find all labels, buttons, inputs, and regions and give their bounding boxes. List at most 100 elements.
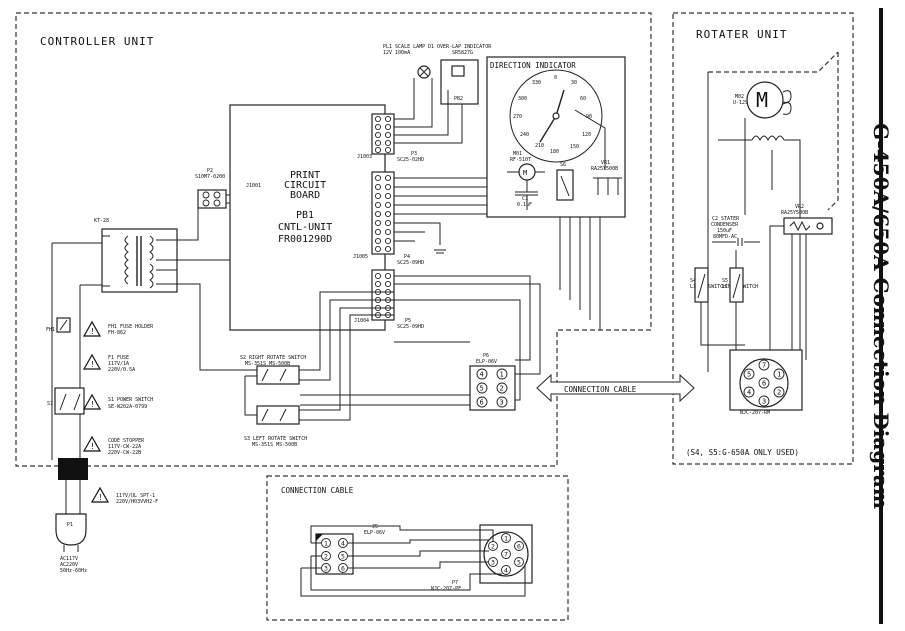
svg-text:!: ! bbox=[90, 400, 95, 409]
diagram-title-wrap: G-450A/650A Connection Diagram bbox=[863, 8, 899, 624]
fh1-line-2: FH-862 bbox=[108, 330, 126, 336]
j1001-label: J1001 bbox=[246, 183, 261, 189]
svg-text:2: 2 bbox=[324, 553, 328, 561]
p6-label: P6 bbox=[483, 353, 489, 359]
p7-line-2: NJC-207-PF bbox=[431, 586, 461, 592]
svg-text:3: 3 bbox=[491, 559, 495, 567]
j1003-pins bbox=[374, 115, 392, 154]
f1-line-1: F1 FUSE bbox=[108, 355, 129, 361]
svg-text:1: 1 bbox=[324, 540, 328, 548]
svg-text:4: 4 bbox=[341, 540, 345, 548]
svg-text:1: 1 bbox=[504, 535, 508, 543]
s3-label: S3 LEFT ROTATE SWITCH bbox=[244, 436, 307, 442]
svg-text:3: 3 bbox=[500, 399, 504, 407]
d1-line-2: SR5827G bbox=[452, 50, 473, 56]
svg-text:5: 5 bbox=[747, 371, 751, 379]
cs-warning-icon bbox=[82, 435, 102, 452]
s2-part: MS-351S MS-500B bbox=[245, 361, 290, 367]
title-rule bbox=[879, 8, 883, 624]
svg-text:1: 1 bbox=[500, 371, 504, 379]
rotater-unit-label: ROTATER UNIT bbox=[696, 28, 787, 41]
j5-line-1: J5 bbox=[372, 524, 378, 530]
f1-line-3: 220V/0.5A bbox=[108, 367, 135, 373]
left-rotate-switch bbox=[256, 405, 300, 425]
connection-cable-frame bbox=[266, 475, 569, 621]
plug-line-2: 220V/H03VVH2-F bbox=[116, 499, 158, 505]
mains-plug bbox=[55, 513, 87, 546]
svg-text:300: 300 bbox=[518, 96, 527, 102]
rotater-unit-frame bbox=[672, 12, 854, 465]
svg-text:!: ! bbox=[98, 493, 103, 502]
cs-line-2: 117V-CW-22A bbox=[108, 444, 141, 450]
controller-unit-label: CONTROLLER UNIT bbox=[40, 35, 154, 48]
svg-text:3: 3 bbox=[762, 398, 766, 406]
svg-text:!: ! bbox=[90, 360, 95, 369]
p2-pins bbox=[202, 191, 221, 207]
p2-part: S10M7-0200 bbox=[195, 174, 225, 180]
s1-warning-icon bbox=[82, 393, 102, 410]
svg-text:4: 4 bbox=[504, 567, 508, 575]
connection-cable-arrow-label: CONNECTION CABLE bbox=[564, 385, 637, 394]
svg-text:30: 30 bbox=[571, 80, 577, 86]
power-switch bbox=[54, 387, 85, 415]
p6-pins: 4 1 5 2 6 3 bbox=[476, 368, 508, 408]
p2-connector bbox=[197, 189, 227, 209]
fh1-line-1: FH1 FUSE HOLDER bbox=[108, 324, 154, 330]
pcb-line-4: PB1 bbox=[296, 210, 314, 221]
svg-text:6: 6 bbox=[341, 565, 345, 573]
j1004-label: J1004 bbox=[354, 318, 369, 324]
p1-line-3: 50Hz-60Hz bbox=[60, 568, 87, 574]
j1004-connector bbox=[371, 269, 395, 321]
plug-line-1: 117V/UL SPT-1 bbox=[116, 493, 155, 499]
p4-part: SC25-09HD bbox=[397, 260, 424, 266]
p3-part: SC25-02HD bbox=[397, 157, 424, 163]
svg-text:330: 330 bbox=[532, 80, 541, 86]
j8-pins: 7 1 2 3 4 5 6 bbox=[743, 359, 785, 407]
f1-warning-icon bbox=[82, 353, 102, 370]
cs-line-1: CODE STOPPER bbox=[108, 438, 145, 444]
svg-text:60: 60 bbox=[580, 96, 586, 102]
c1-line-2: 0.1uF bbox=[517, 202, 532, 208]
svg-text:210: 210 bbox=[535, 143, 544, 149]
svg-text:3: 3 bbox=[324, 565, 328, 573]
p7-pins: 1 2 3 4 5 6 7 bbox=[488, 533, 524, 575]
plug-warning-icon bbox=[90, 486, 110, 503]
s2-label: S2 RIGHT ROTATE SWITCH bbox=[240, 355, 306, 361]
svg-text:7: 7 bbox=[762, 362, 766, 370]
direction-scale: 0 30 60 90 120 150 180 210 240 270 300 3… bbox=[513, 75, 592, 155]
svg-text:2: 2 bbox=[500, 385, 504, 393]
p1-line-2: AC220V bbox=[60, 562, 78, 568]
f1-line-2: 117V/1A bbox=[108, 361, 129, 367]
svg-text:!: ! bbox=[90, 327, 95, 336]
cs-line-3: 220V-CW-22B bbox=[108, 450, 141, 456]
svg-text:2: 2 bbox=[491, 543, 495, 551]
c2-line-1: C2 STATER bbox=[712, 216, 740, 222]
motor-m02 bbox=[746, 81, 784, 119]
svg-text:180: 180 bbox=[550, 149, 559, 155]
svg-text:90: 90 bbox=[586, 114, 592, 120]
p4-label: P4 bbox=[404, 254, 410, 260]
svg-text:7: 7 bbox=[504, 551, 508, 559]
controller-unit-frame bbox=[15, 12, 652, 467]
s6-label: S6 bbox=[560, 162, 566, 168]
connection-cable-arrow bbox=[536, 373, 695, 403]
fh1-tag: FH1 bbox=[46, 327, 55, 333]
svg-text:M: M bbox=[756, 88, 768, 112]
vr2-line-1: VR2 bbox=[795, 204, 804, 210]
svg-text:5: 5 bbox=[341, 553, 345, 561]
p7-line-1: P7 bbox=[452, 580, 458, 586]
fh1-warning-icon bbox=[82, 320, 102, 337]
s3-part: MS-351S MS-500B bbox=[252, 442, 297, 448]
svg-text:240: 240 bbox=[520, 132, 529, 138]
right-rotate-switch bbox=[256, 365, 300, 385]
svg-text:5: 5 bbox=[517, 559, 521, 567]
s4-line-1: S4 bbox=[690, 278, 696, 284]
j5-line-2: ELP-06V bbox=[364, 530, 385, 536]
j8-part: NJC-207-RM bbox=[740, 410, 770, 416]
pcb-text: PRINT CIRCUIT BOARD PB1 CNTL-UNIT FR0012… bbox=[278, 170, 332, 245]
s5-line-1: S5 bbox=[722, 278, 728, 284]
svg-text:1: 1 bbox=[777, 371, 781, 379]
j5-pins: 1 4 2 5 3 6 bbox=[321, 538, 348, 573]
pl1-line-2: 12V 100mA bbox=[383, 50, 410, 56]
svg-text:150: 150 bbox=[570, 144, 579, 150]
